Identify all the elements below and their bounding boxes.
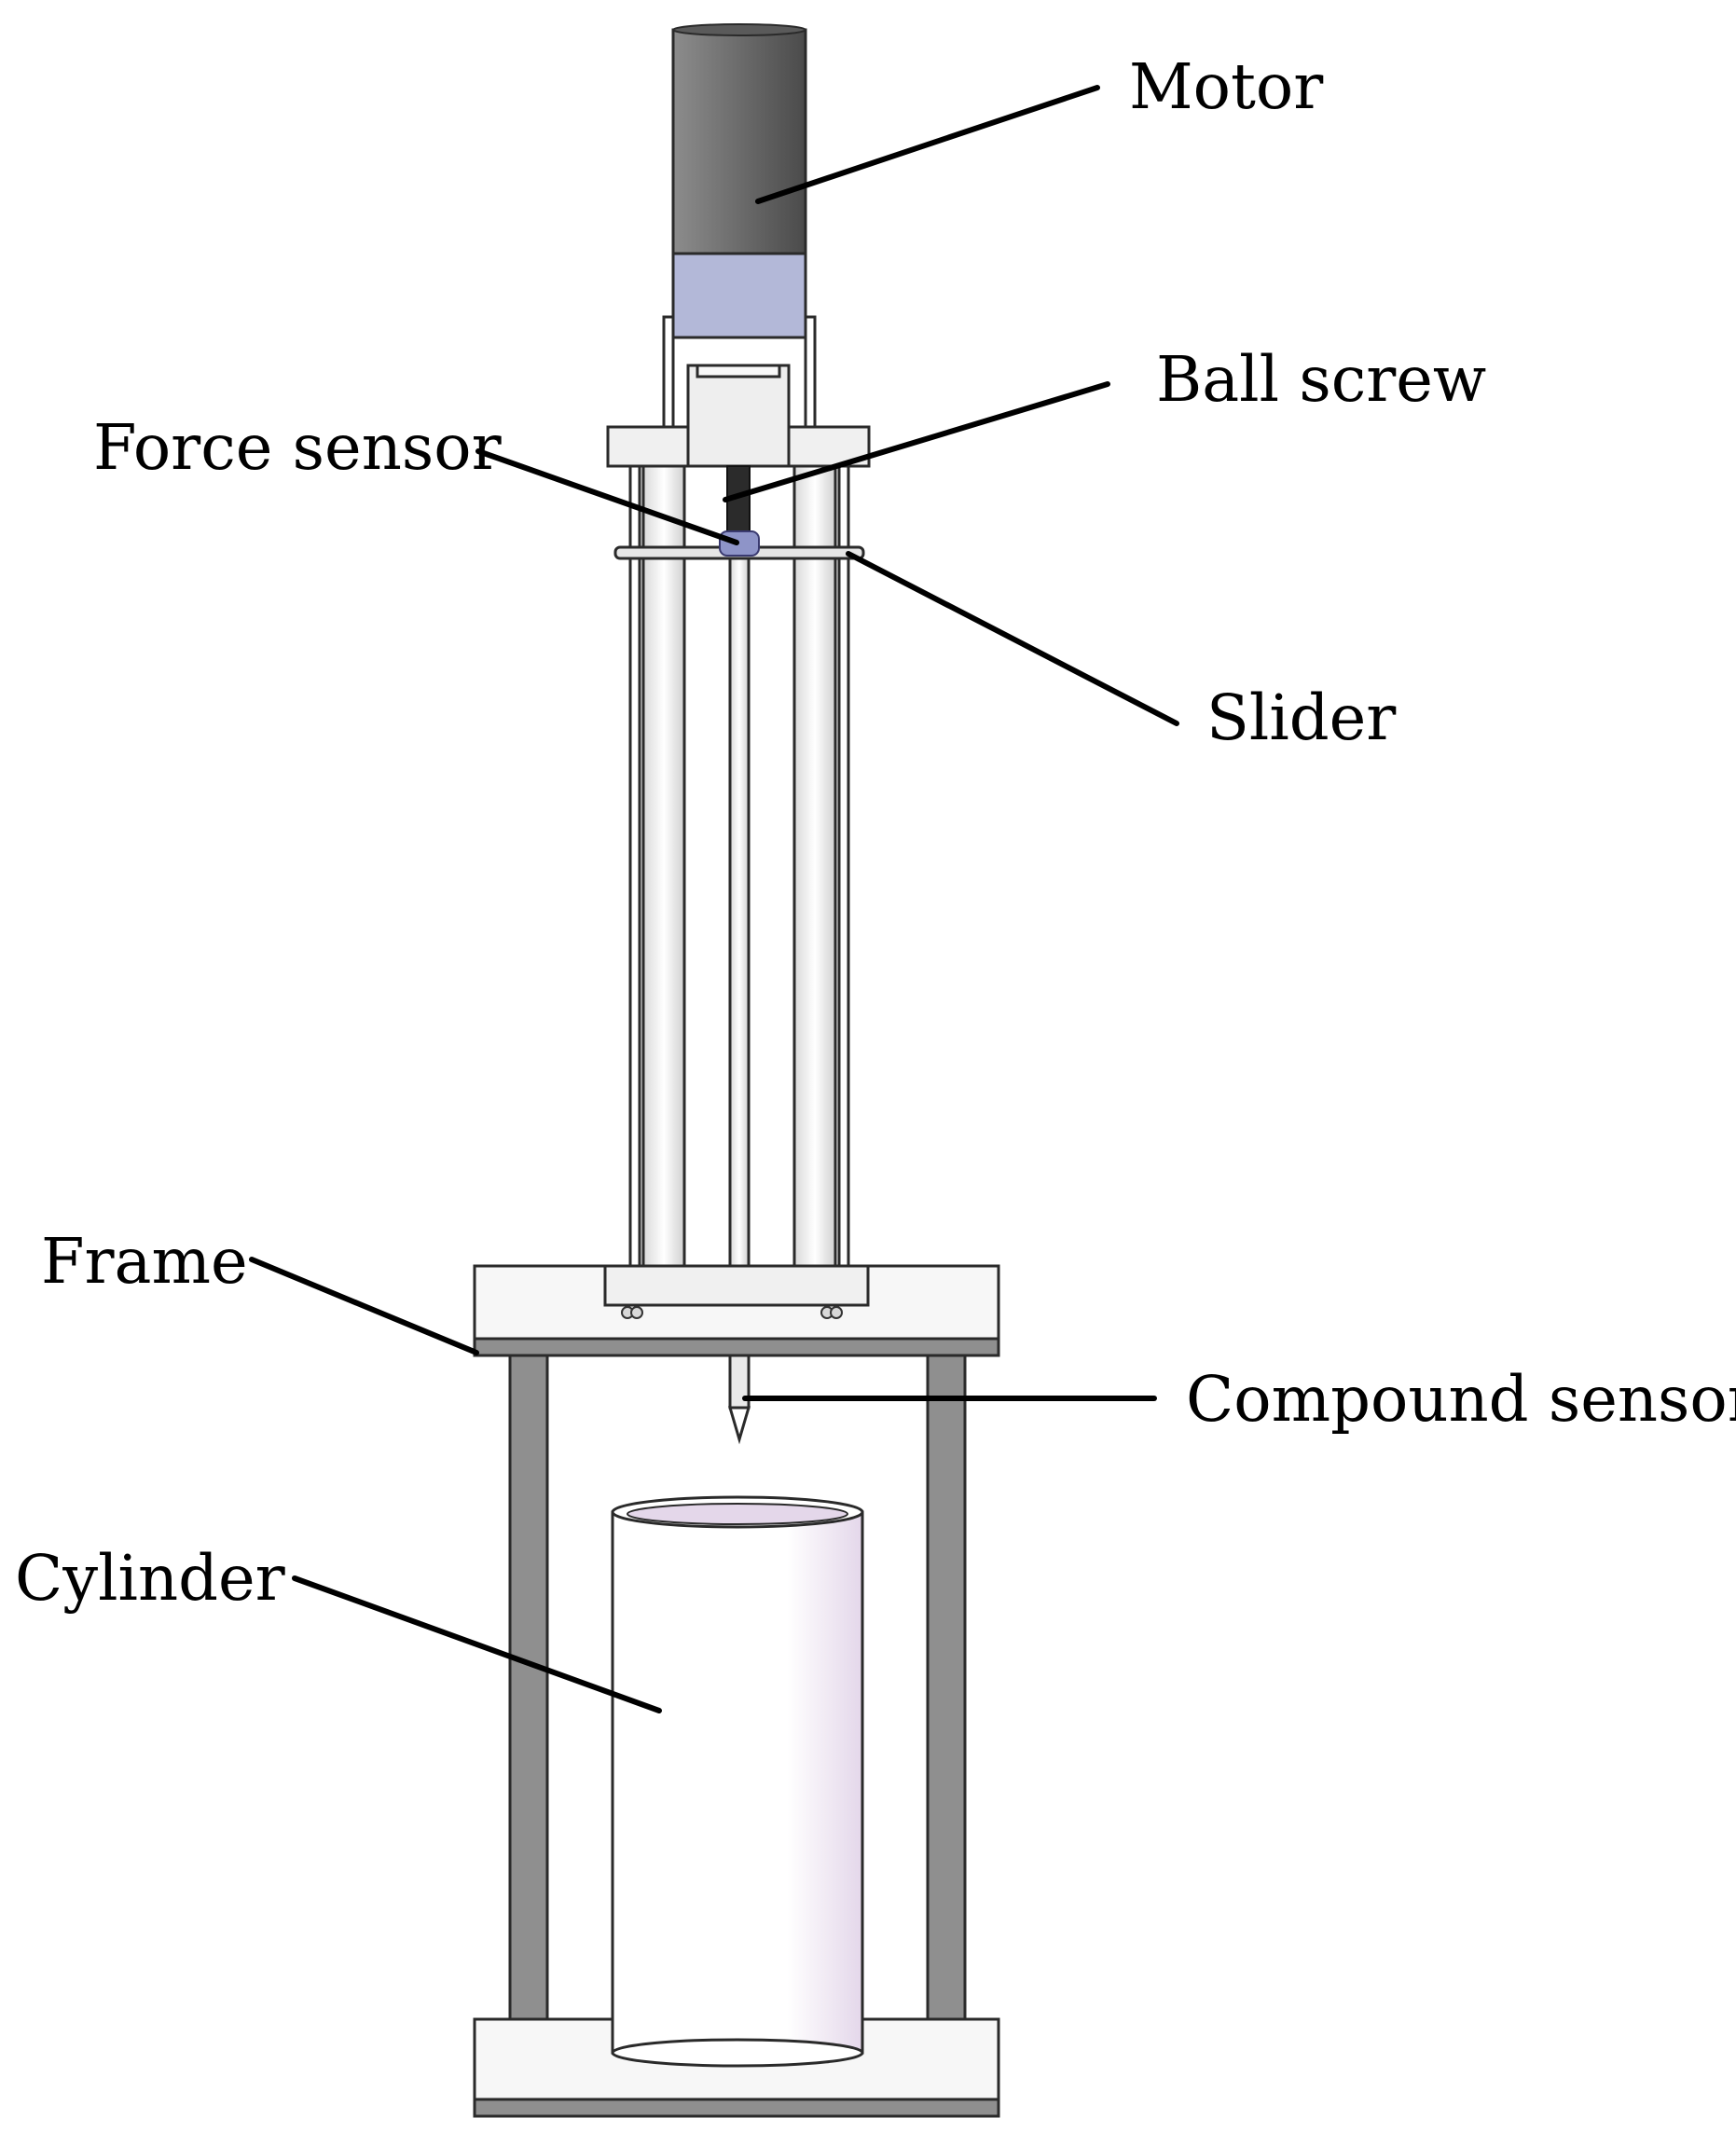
compound-sensor bbox=[727, 1354, 751, 1445]
label-motor: Motor bbox=[1129, 50, 1324, 123]
leader-slider bbox=[846, 551, 1179, 726]
leader-cylinder bbox=[292, 1575, 662, 1713]
leader-lines bbox=[249, 85, 1179, 1713]
label-force-sensor: Force sensor bbox=[93, 411, 503, 484]
leader-frame bbox=[249, 1257, 479, 1355]
cylinder bbox=[611, 1495, 864, 2068]
motor bbox=[671, 23, 807, 255]
screw-housing bbox=[686, 364, 791, 468]
label-frame: Frame bbox=[41, 1225, 248, 1298]
leader-force-sensor bbox=[475, 448, 739, 545]
probe-rod bbox=[728, 557, 751, 1288]
label-ball-screw: Ball screw bbox=[1156, 343, 1486, 416]
coupling bbox=[671, 252, 807, 339]
leader-motor bbox=[755, 85, 1100, 204]
callout-labels: Motor Ball screw Force sensor Slider Fra… bbox=[15, 50, 1736, 1615]
force-sensor bbox=[719, 530, 760, 557]
label-compound-sensor: Compound sensor bbox=[1186, 1363, 1736, 1436]
label-slider: Slider bbox=[1206, 681, 1397, 754]
label-cylinder: Cylinder bbox=[15, 1542, 286, 1615]
leader-ball-screw bbox=[723, 381, 1110, 502]
